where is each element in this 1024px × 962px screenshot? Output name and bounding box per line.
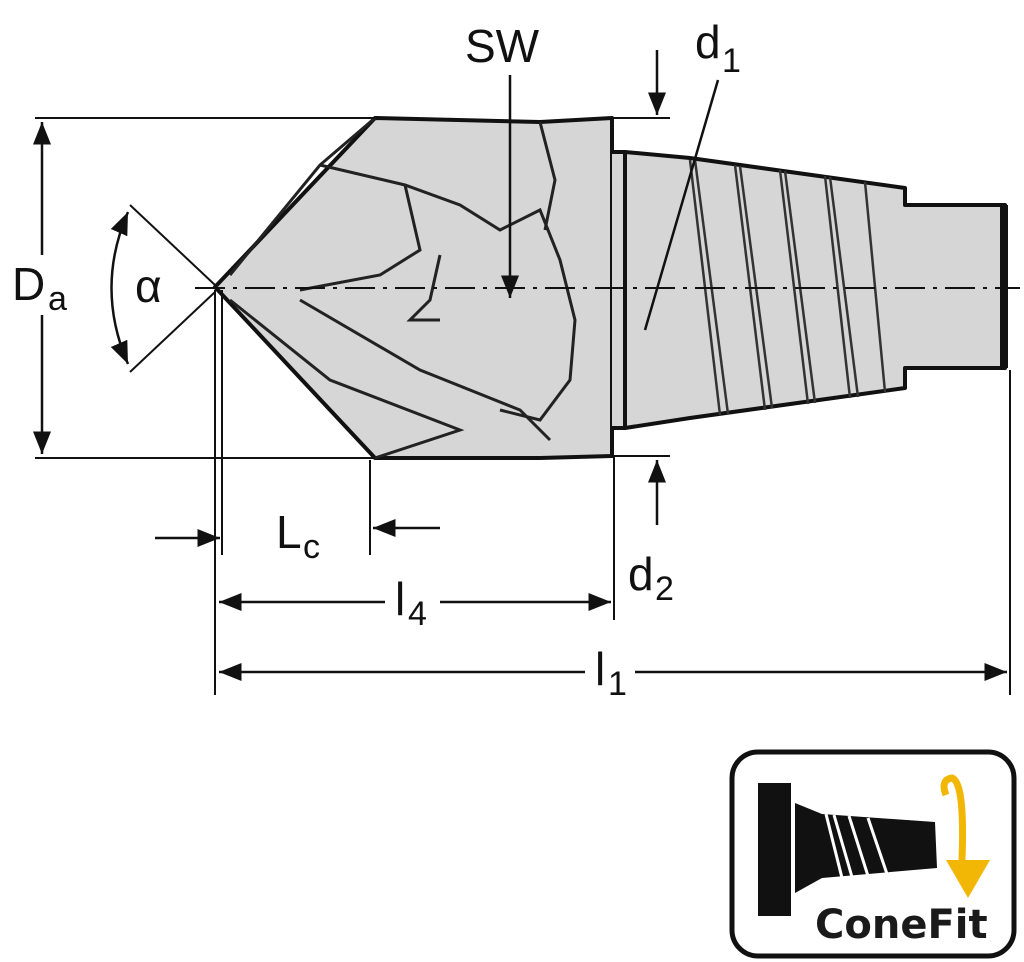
label-sw: SW	[465, 20, 540, 72]
label-alpha: α	[135, 260, 162, 312]
threaded-shank	[623, 150, 1007, 430]
label-d1: d1	[695, 16, 741, 80]
shank-end	[1000, 205, 1008, 368]
label-l4: l4	[395, 573, 427, 633]
label-lc: Lc	[276, 506, 320, 566]
extension-lines	[35, 117, 1011, 695]
conefit-logo: ConeFit	[729, 749, 1017, 959]
label-d2: d2	[628, 548, 674, 608]
dimension-arrows	[33, 50, 1007, 681]
label-da: Da	[12, 258, 67, 318]
label-l1: l1	[595, 643, 627, 703]
conefit-label: ConeFit	[815, 902, 988, 948]
cutting-edges	[228, 116, 577, 460]
